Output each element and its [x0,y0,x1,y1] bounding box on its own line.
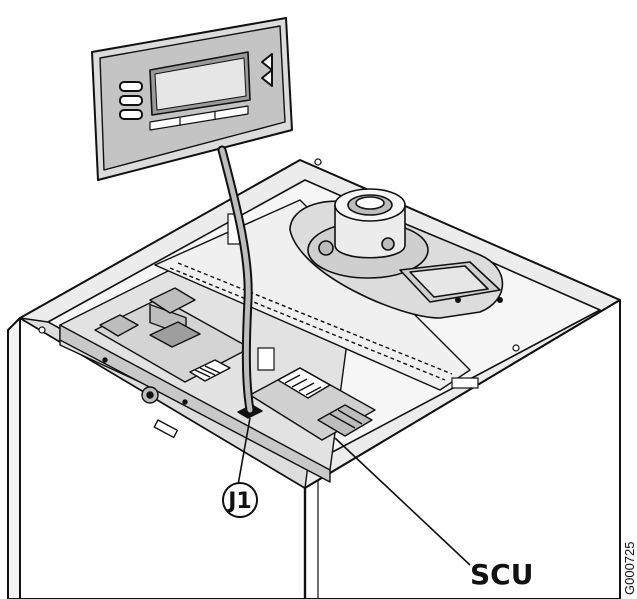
menu-button [119,81,143,92]
leader-lines [237,417,471,566]
flue-bolt [381,237,395,251]
j1-label: J1 [226,489,252,514]
terminal-block [189,359,231,382]
scu-relays [317,404,373,437]
figure-code: G000725 [622,542,637,596]
relay-block-2 [99,314,139,337]
cabinet-left-edge [7,317,21,599]
menu-button [119,95,143,106]
flue-bolt [318,240,334,256]
scu-label: SCU [470,558,533,591]
scu-connector-strip [277,367,331,399]
display-bottom-strip [149,105,249,131]
arrow-up-icon [261,53,273,71]
menu-button [119,109,143,120]
screw [314,158,322,166]
screw [512,344,520,352]
tray-front-wall [59,324,331,483]
screw [38,326,46,334]
control-tray [59,199,471,483]
pcb-chip [149,321,201,348]
tray-slot [153,419,179,439]
bus-cable [217,145,255,415]
relay-block [149,287,196,314]
j1-callout: J1 [222,482,258,518]
scu-leader [334,437,471,566]
bracket [257,347,275,371]
arrow-down-icon [261,69,273,87]
flue-assembly [289,188,504,319]
clip [451,377,479,389]
control-panel [91,17,293,181]
cable-rail [154,199,471,391]
j1-leader [237,417,251,486]
